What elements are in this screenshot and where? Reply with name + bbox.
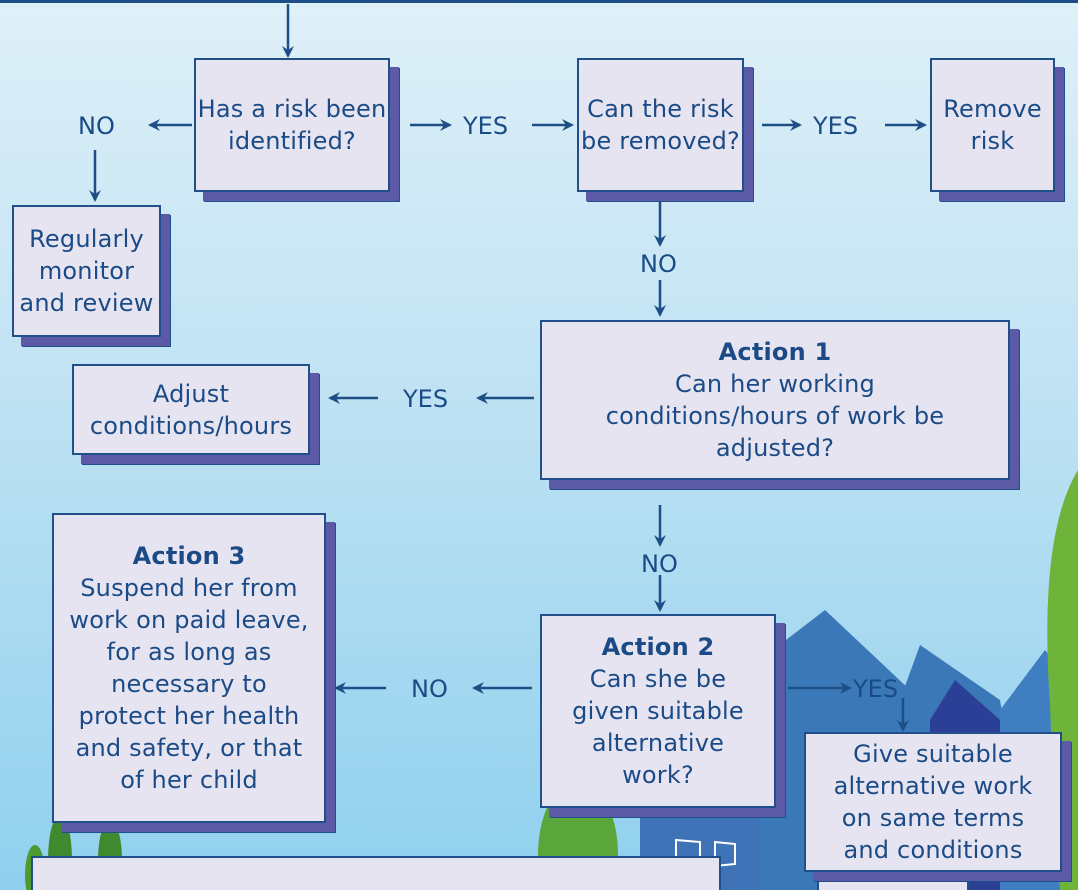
box-text: Remove risk <box>943 95 1042 155</box>
action-title: Action 1 <box>718 338 832 366</box>
no-label: NO <box>78 112 115 140</box>
action2-box: Action 2 Can she be given suitable alter… <box>540 614 776 808</box>
yes-label: YES <box>813 112 859 140</box>
top-border <box>0 0 1078 3</box>
yes-label: YES <box>463 112 509 140</box>
action-text: Suspend her from work on paid leave, for… <box>69 574 309 794</box>
no-label: NO <box>641 550 678 578</box>
action-title: Action 2 <box>601 633 715 661</box>
remove-risk-box: Remove risk <box>930 58 1055 192</box>
no-label: NO <box>411 675 448 703</box>
box-text: Has a risk been identified? <box>197 95 387 155</box>
box-text: Regularly monitor and review <box>19 225 154 317</box>
risk-identified-box: Has a risk been identified? <box>194 58 390 192</box>
action-text: Can her working conditions/hours of work… <box>605 370 945 462</box>
alt-work-box: Give suitable alternative work on same t… <box>804 732 1062 872</box>
yes-label: YES <box>403 385 449 413</box>
adjust-box: Adjust conditions/hours <box>72 364 310 455</box>
action-text: Can she be given suitable alternative wo… <box>572 665 744 789</box>
box-text: Can the risk be removed? <box>581 95 740 155</box>
action3-box: Action 3 Suspend her from work on paid l… <box>52 513 326 823</box>
box-text: Adjust conditions/hours <box>89 379 293 440</box>
yes-label: YES <box>853 675 899 703</box>
monitor-box: Regularly monitor and review <box>12 205 161 337</box>
risk-removed-box: Can the risk be removed? <box>577 58 744 192</box>
action-title: Action 3 <box>132 542 246 570</box>
action1-box: Action 1 Can her working conditions/hour… <box>540 320 1010 480</box>
no-label: NO <box>640 250 677 278</box>
bottom-panel-edge <box>31 856 721 890</box>
box-text: Give suitable alternative work on same t… <box>833 740 1033 864</box>
